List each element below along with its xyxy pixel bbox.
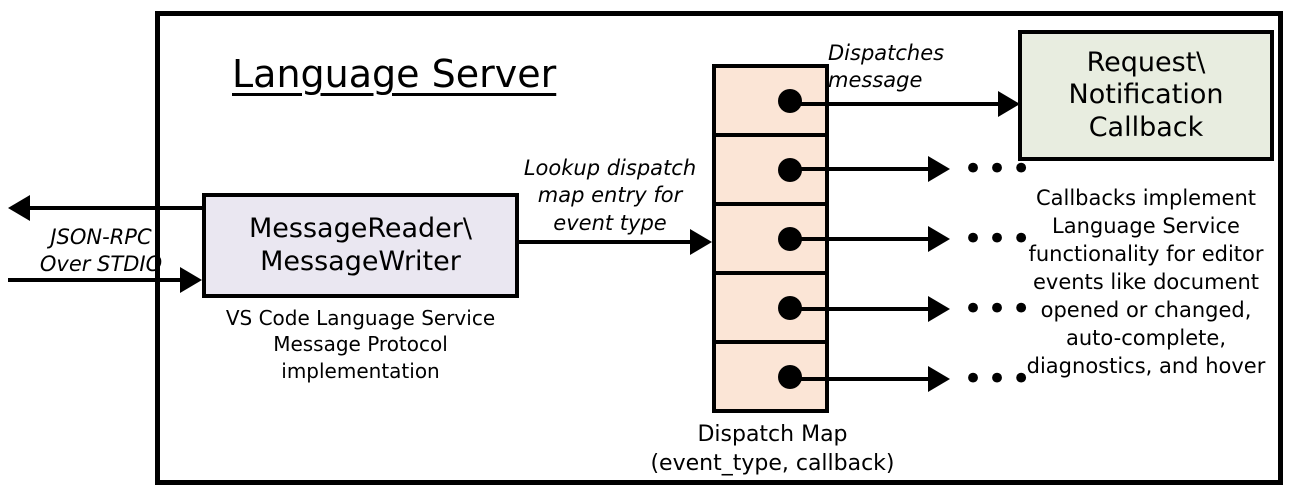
- lookup-label-line1: Lookup dispatch: [523, 156, 697, 180]
- message-writer-label: MessageWriter: [260, 245, 461, 277]
- dispatch-row4-line: [786, 307, 932, 311]
- dispatch-row2-arrowhead: [928, 156, 950, 182]
- request-notification-callback-box[interactable]: Request\ Notification Callback: [1018, 30, 1274, 161]
- message-reader-caption-line1: VS Code Language Service: [225, 306, 496, 330]
- dispatch-map-caption-line2: (event_type, callback): [650, 451, 895, 477]
- dispatch-row5-ellipsis: •••: [963, 359, 1036, 399]
- jsonrpc-in-line: [8, 278, 184, 282]
- callback-description-line: functionality for editor: [1028, 241, 1264, 266]
- dispatch-row5-arrowhead: [928, 366, 950, 392]
- jsonrpc-out-line: [30, 206, 205, 210]
- lookup-label-line3: event type: [553, 210, 667, 235]
- dispatch-row4-ellipsis: •••: [963, 289, 1036, 329]
- lookup-arrow-line: [517, 240, 693, 244]
- dispatch-row3-ellipsis: •••: [963, 219, 1036, 259]
- callback-description-line: opened or changed,: [1040, 297, 1252, 322]
- callback-description-line: Callbacks implement: [1035, 186, 1257, 210]
- dispatch-row5-line: [786, 377, 932, 381]
- callback-description-line: diagnostics, and hover: [1026, 353, 1266, 378]
- message-reader-label: MessageReader\: [249, 212, 472, 244]
- callback-dot-icon: [778, 364, 802, 389]
- dispatch-row1-arrowhead: [998, 91, 1020, 117]
- dispatches-label-line2: message: [828, 68, 923, 93]
- lookup-label-line2: map entry for: [537, 183, 683, 208]
- page-title: Language Server: [232, 52, 557, 96]
- callback-description-line: auto-complete,: [1066, 325, 1226, 350]
- jsonrpc-edge-label: JSON-RPC Over STDIO: [26, 224, 176, 279]
- dispatch-map-row[interactable]: [716, 344, 825, 409]
- language-server-frame: [155, 11, 1283, 485]
- lookup-edge-label: Lookup dispatch map entry for event type: [516, 155, 704, 237]
- callback-description-line: events like document: [1032, 269, 1260, 294]
- jsonrpc-label-line1: JSON-RPC: [50, 225, 152, 249]
- dispatch-row3-arrowhead: [928, 226, 950, 252]
- callback-label-line3: Callback: [1088, 111, 1204, 143]
- dispatch-map-caption-line1: Dispatch Map: [697, 422, 848, 447]
- dispatch-row2-line: [786, 167, 932, 171]
- dispatch-map-row[interactable]: [716, 68, 825, 137]
- jsonrpc-in-arrowhead: [180, 267, 202, 293]
- message-reader-caption-line2: Message Protocol implementation: [273, 332, 448, 383]
- message-reader-writer-box[interactable]: MessageReader\ MessageWriter: [202, 193, 519, 298]
- callback-description-line: Language Service: [1052, 213, 1240, 238]
- dispatches-label-line1: Dispatches: [828, 41, 945, 65]
- jsonrpc-out-arrowhead: [8, 195, 30, 221]
- callback-description: Callbacks implement Language Service fun…: [1012, 185, 1280, 380]
- dispatch-map-row[interactable]: [716, 137, 825, 206]
- jsonrpc-label-line2: Over STDIO: [39, 252, 163, 277]
- lookup-arrowhead: [690, 229, 712, 255]
- dispatch-row3-line: [786, 237, 932, 241]
- dispatches-edge-label: Dispatches message: [828, 40, 968, 95]
- dispatch-map-caption: Dispatch Map (event_type, callback): [650, 420, 895, 478]
- callback-label-line2: Notification: [1068, 79, 1224, 111]
- dispatch-row4-arrowhead: [928, 296, 950, 322]
- callback-dot-icon: [778, 88, 802, 113]
- callback-label-line1: Request\: [1086, 46, 1206, 78]
- message-reader-caption: VS Code Language Service Message Protoco…: [202, 305, 519, 384]
- dispatch-row1-line: [786, 102, 1002, 106]
